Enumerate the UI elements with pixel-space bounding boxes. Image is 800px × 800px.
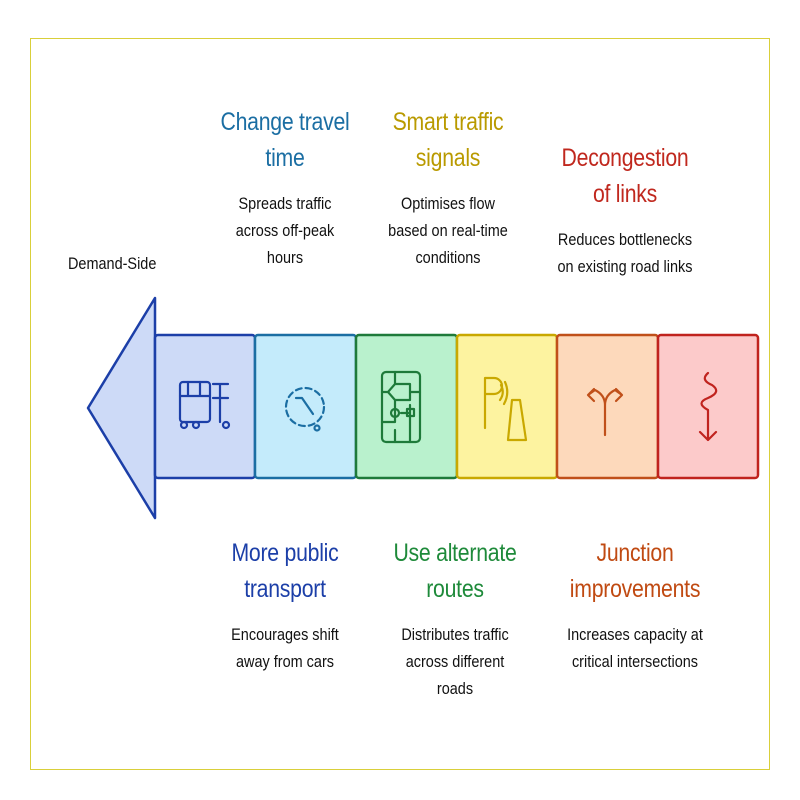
step-description: Reduces bottlenecks on existing road lin… <box>557 230 693 276</box>
step-title: Change travel time <box>220 108 350 172</box>
step-smart-traffic-signals: Smart traffic signals Optimises flow bas… <box>368 104 528 271</box>
step-description: Encourages shift away from cars <box>231 625 339 671</box>
arrow-segment <box>656 333 760 480</box>
step-description: Spreads traffic across off-peak hours <box>235 194 335 267</box>
step-description: Increases capacity at critical intersect… <box>567 625 703 671</box>
step-title: Smart traffic signals <box>392 108 504 172</box>
bus-icon <box>178 380 231 430</box>
arrow-segment <box>354 333 459 480</box>
arrow-segment <box>455 333 559 480</box>
demand-side-label: Demand-Side <box>68 254 157 273</box>
winding-arrow-icon <box>698 371 718 442</box>
step-more-public-transport: More public transport Encourages shift a… <box>205 535 365 675</box>
parking-sensor-icon <box>483 376 528 442</box>
step-junction-improvements: Junction improvements Increases capacity… <box>545 535 725 675</box>
circuit-icon <box>380 370 422 444</box>
arrow-segment <box>253 333 358 480</box>
clock-icon <box>284 386 326 432</box>
arrow-segment <box>555 333 660 480</box>
arrow-segment <box>153 333 257 480</box>
arrow-head <box>86 296 157 520</box>
step-title: Junction improvements <box>569 539 701 603</box>
split-arrow-icon <box>586 387 624 437</box>
step-use-alternate-routes: Use alternate routes Distributes traffic… <box>375 535 535 702</box>
step-decongestion-of-links: Decongestion of links Reduces bottleneck… <box>545 140 705 280</box>
step-description: Optimises flow based on real-time condit… <box>388 194 508 267</box>
frame <box>30 38 770 770</box>
step-title: Use alternate routes <box>393 539 517 603</box>
step-change-travel-time: Change travel time Spreads traffic acros… <box>205 104 365 271</box>
step-title: Decongestion of links <box>561 144 689 208</box>
step-description: Distributes traffic across different roa… <box>401 625 509 698</box>
step-title: More public transport <box>231 539 339 603</box>
